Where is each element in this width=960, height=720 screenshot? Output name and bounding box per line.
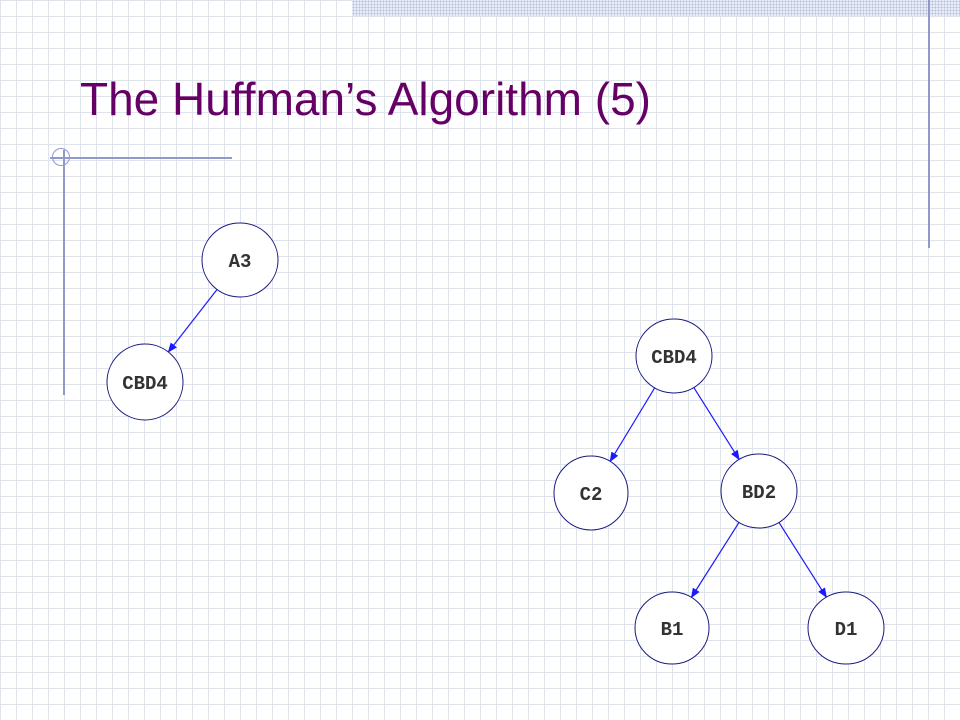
right-decorative-rule xyxy=(928,0,930,248)
top-decorative-band xyxy=(352,0,960,16)
node-d1-circle xyxy=(807,591,885,665)
left-decorative-rule xyxy=(63,150,65,395)
node-a3: A3 xyxy=(201,222,279,298)
node-d1: D1 xyxy=(807,591,885,665)
edge-cbd4-right-to-c2 xyxy=(609,387,656,463)
slide-title: The Huffman’s Algorithm (5) xyxy=(80,73,651,125)
node-cbd4-right: CBD4 xyxy=(635,318,713,394)
node-bd2-label: BD2 xyxy=(742,482,776,504)
edge-cbd4-right-to-bd2 xyxy=(693,387,740,461)
crosshair-circle-decoration xyxy=(52,148,70,166)
node-cbd4-right-label: CBD4 xyxy=(651,347,697,369)
node-cbd4-left: CBD4 xyxy=(106,343,184,421)
edge-a3-to-cbd4-left xyxy=(167,289,218,353)
node-bd2: BD2 xyxy=(720,453,798,529)
tree-edges xyxy=(167,289,827,599)
node-cbd4-left-label: CBD4 xyxy=(122,373,168,395)
node-c2-label: C2 xyxy=(580,484,603,506)
title-underline-rule xyxy=(50,157,232,159)
node-b1-label: B1 xyxy=(661,619,684,641)
node-a3-label: A3 xyxy=(229,251,252,273)
node-b1-circle xyxy=(634,591,710,665)
node-c2: C2 xyxy=(553,455,629,531)
node-a3-circle xyxy=(201,222,279,298)
node-bd2-circle xyxy=(720,453,798,529)
node-b1: B1 xyxy=(634,591,710,665)
node-cbd4-right-circle xyxy=(635,318,713,394)
edge-bd2-to-b1 xyxy=(690,522,740,599)
edge-bd2-to-d1 xyxy=(778,522,827,598)
node-d1-label: D1 xyxy=(835,619,858,641)
node-cbd4-left-circle xyxy=(106,343,184,421)
node-c2-circle xyxy=(553,455,629,531)
